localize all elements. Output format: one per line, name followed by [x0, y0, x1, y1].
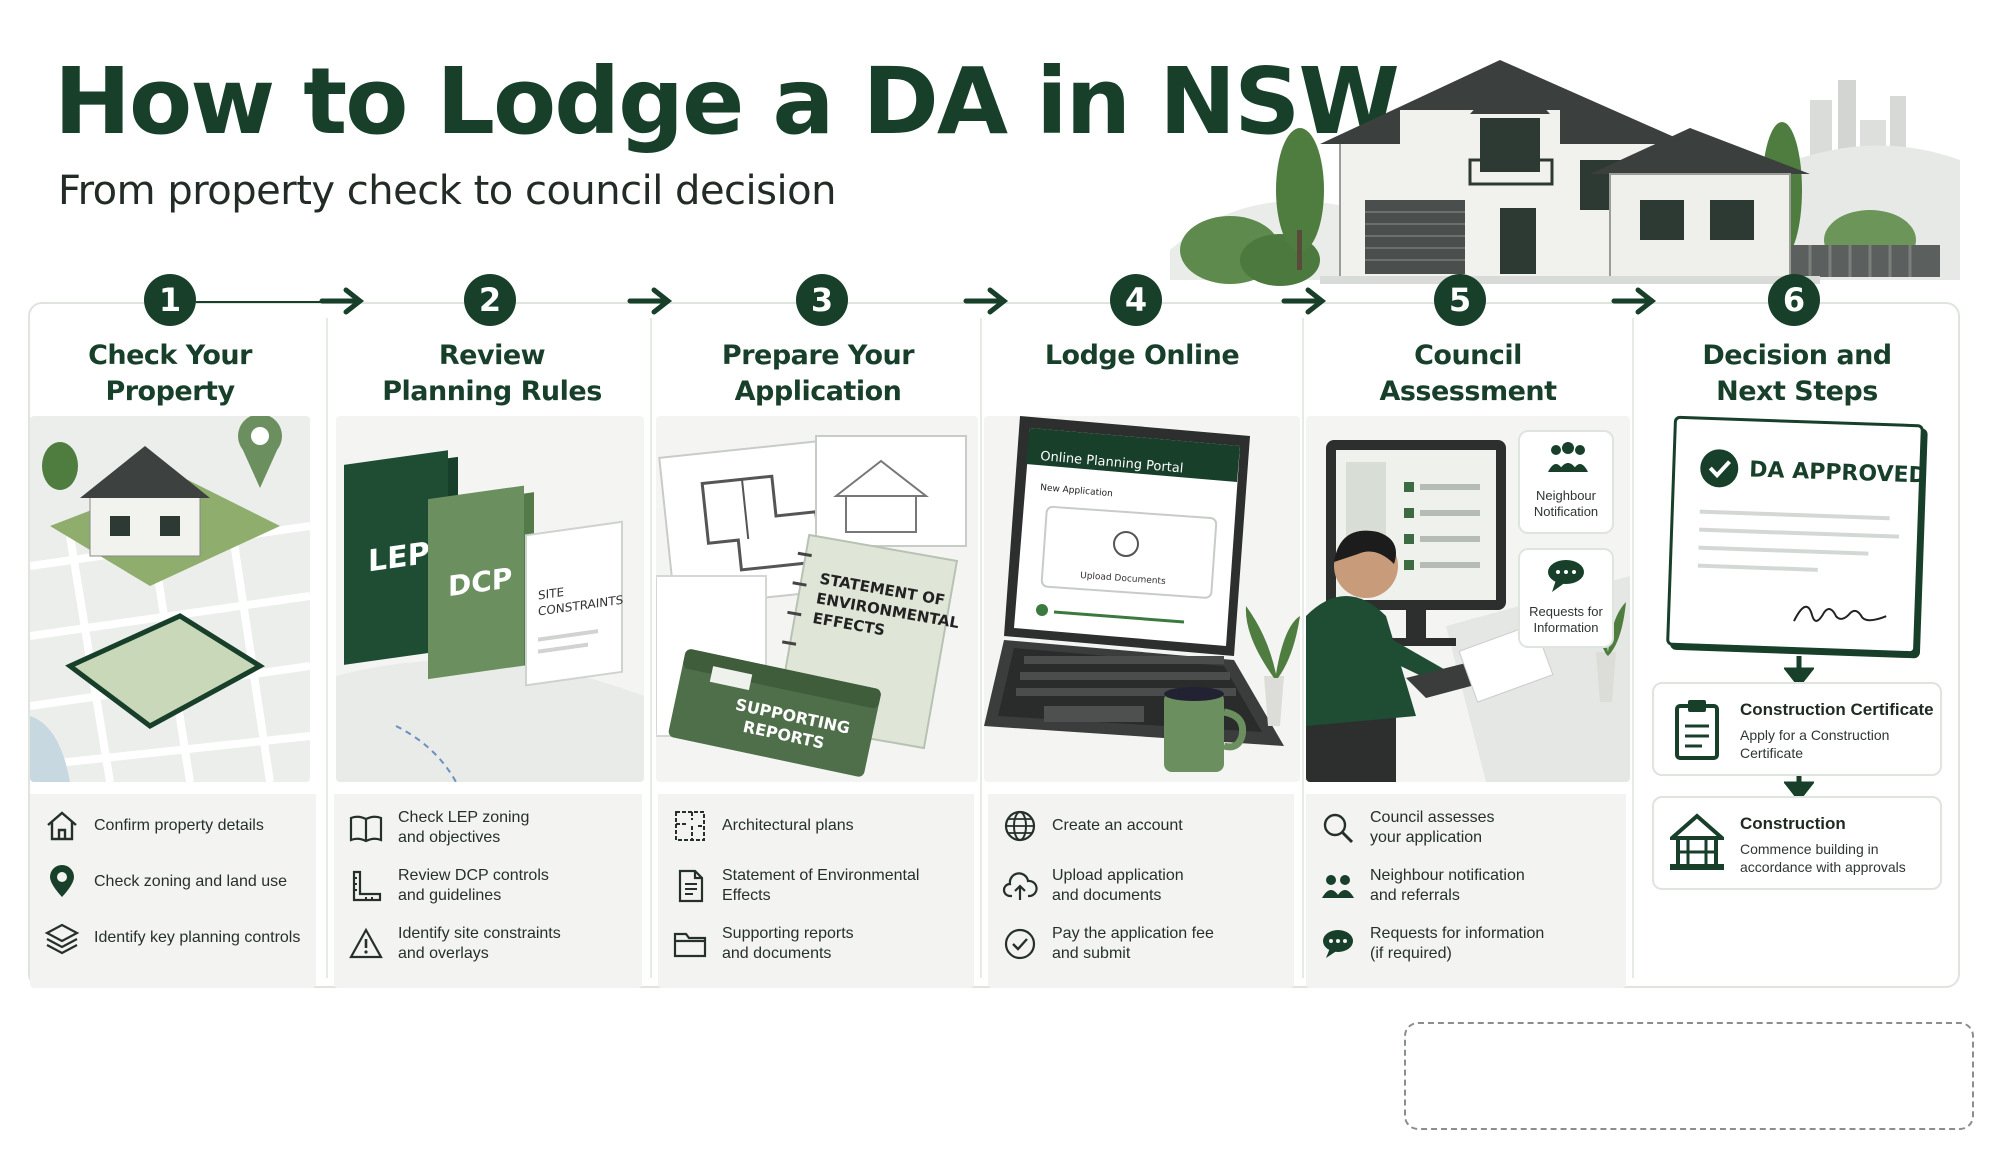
layers-icon [44, 923, 80, 955]
globe-icon [1004, 810, 1036, 842]
folder-icon [673, 932, 707, 958]
people-icon [1322, 875, 1354, 898]
empty-placeholder-box [1404, 1022, 1974, 1130]
arrow-right-icon [1611, 287, 1657, 315]
column-divider [1302, 318, 1304, 978]
page-subtitle: From property check to council decision [58, 168, 836, 214]
step-3-number: 3 [796, 274, 848, 326]
arrow-right-icon [627, 287, 673, 315]
signature-icon [1793, 605, 1887, 622]
hero-house-illustration [1170, 60, 1960, 286]
svg-text:LEP: LEP [368, 536, 430, 579]
open-book-icon [349, 815, 383, 843]
check-circle-icon [1004, 928, 1036, 960]
column-divider [650, 318, 652, 978]
magnifier-icon [1323, 813, 1354, 844]
page-title: How to Lodge a DA in NSW [54, 48, 1400, 155]
arrow-right-icon [963, 287, 1009, 315]
approval-document: DA APPROVED [1666, 415, 1928, 655]
people-icon [1548, 442, 1588, 472]
chat-icon [1323, 930, 1353, 958]
step-1-number: 1 [144, 274, 196, 326]
floor-plan-icon [675, 811, 705, 841]
arrow-down-icon [1784, 656, 1814, 686]
property-map-illustration [30, 416, 310, 782]
ruler-square-icon [352, 870, 382, 902]
list-item: Check zoning and land use [44, 864, 308, 900]
step-4-title: Lodge Online [1044, 340, 1240, 371]
list-item: Identify key planning controls [44, 920, 308, 956]
check-circle-icon [1700, 449, 1739, 488]
clipboard-icon [1675, 700, 1719, 760]
list-item: Architectural plans [672, 808, 966, 844]
construction-certificate-card: Construction Certificate Apply for a Con… [1652, 682, 1942, 776]
step-4-number: 4 [1110, 274, 1162, 326]
step-6-number: 6 [1768, 274, 1820, 326]
planning-books-illustration: LEP DCP SITE CONSTRAINTS [336, 416, 644, 782]
arrow-right-icon [1281, 287, 1327, 315]
arrow-right-icon [319, 287, 365, 315]
application-documents-illustration: STATEMENT OF ENVIRONMENTAL EFFECTS SUPPO… [656, 416, 978, 782]
house-frame-icon [1670, 813, 1724, 870]
document-icon [678, 869, 704, 903]
column-divider [326, 318, 328, 978]
list-item: Create an account [1002, 808, 1286, 844]
column-divider [980, 318, 982, 978]
step-1-checklist: Confirm property details Check zoning an… [30, 794, 316, 988]
list-item: Requests for information(if required) [1320, 924, 1618, 964]
svg-text:SITE: SITE [538, 585, 564, 603]
step-5-number: 5 [1434, 274, 1486, 326]
cloud-upload-icon [1002, 872, 1038, 900]
step-2-number: 2 [464, 274, 516, 326]
connector-line [196, 301, 346, 303]
list-item: Confirm property details [44, 808, 308, 844]
column-divider [1632, 318, 1634, 978]
chat-icon [1548, 560, 1584, 592]
warning-icon [349, 927, 383, 959]
location-pin-icon [50, 865, 74, 897]
step-3-checklist: Architectural plans Statement of Environ… [658, 794, 974, 988]
laptop-portal-illustration: Online Planning Portal New Application U… [984, 416, 1300, 782]
approval-label: DA APPROVED [1748, 457, 1928, 489]
home-icon [47, 811, 77, 841]
